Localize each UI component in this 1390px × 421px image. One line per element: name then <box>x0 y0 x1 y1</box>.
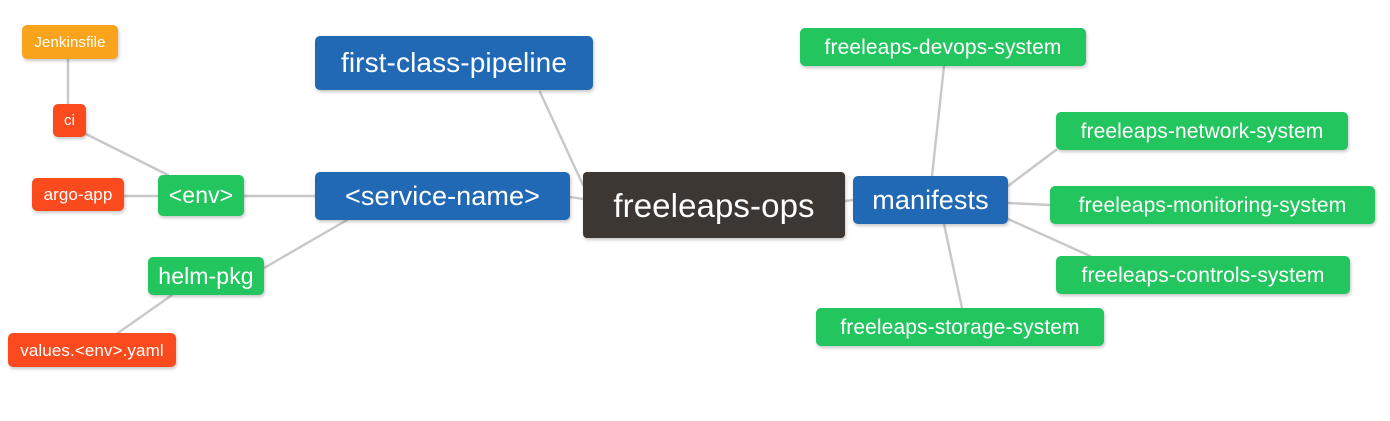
mindmap-node-network-system[interactable]: freeleaps-network-system <box>1056 112 1348 150</box>
mindmap-node-env[interactable]: <env> <box>158 175 244 216</box>
mindmap-node-devops-system[interactable]: freeleaps-devops-system <box>800 28 1086 66</box>
edge-manifests-storage-system <box>942 222 964 310</box>
mindmap-node-argo-app[interactable]: argo-app <box>32 178 124 211</box>
mindmap-node-storage-system[interactable]: freeleaps-storage-system <box>816 308 1104 346</box>
edge-helm-pkg-values-yaml <box>116 293 174 335</box>
mindmap-node-values-yaml[interactable]: values.<env>.yaml <box>8 333 176 367</box>
edge-service-name-helm-pkg <box>262 218 349 270</box>
mindmap-node-helm-pkg[interactable]: helm-pkg <box>148 257 264 295</box>
edge-manifests-network-system <box>1006 148 1058 188</box>
edge-root-manifests <box>843 198 855 203</box>
edge-manifests-devops-system <box>930 64 946 178</box>
edge-manifests-monitoring-system <box>1006 201 1052 207</box>
mindmap-node-jenkinsfile[interactable]: Jenkinsfile <box>22 25 118 59</box>
edge-root-service-name <box>568 195 585 201</box>
mindmap-node-service-name[interactable]: <service-name> <box>315 172 570 220</box>
mindmap-node-ci[interactable]: ci <box>53 104 86 137</box>
edge-manifests-controls-system <box>1006 217 1092 258</box>
mindmap-node-manifests[interactable]: manifests <box>853 176 1008 224</box>
mindmap-node-first-class-pipeline[interactable]: first-class-pipeline <box>315 36 593 90</box>
mindmap-node-controls-system[interactable]: freeleaps-controls-system <box>1056 256 1350 294</box>
mindmap-node-root[interactable]: freeleaps-ops <box>583 172 845 238</box>
mindmap-node-monitoring-system[interactable]: freeleaps-monitoring-system <box>1050 186 1375 224</box>
edge-env-ci <box>84 132 170 177</box>
